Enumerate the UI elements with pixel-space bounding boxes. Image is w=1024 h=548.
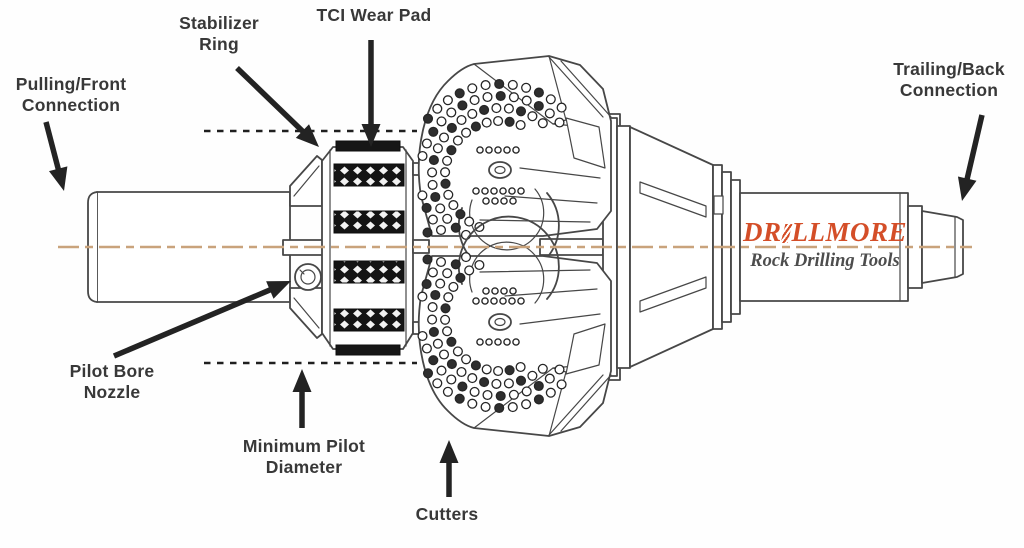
cutter-cone-bottom [417, 215, 612, 437]
stabilizer-ring-arrow [235, 66, 319, 147]
label-pulling-connection: Pulling/Front Connection [15, 74, 127, 115]
cutter-cone-top [417, 55, 612, 277]
wear-pad-row-4 [333, 308, 405, 332]
tci-wear-pad-arrow [361, 40, 381, 147]
label-minimum-pilot-diameter: Minimum Pilot Diameter [242, 436, 366, 477]
label-trailing-connection: Trailing/Back Connection [893, 59, 1005, 100]
brand-tagline: Rock Drilling Tools [750, 251, 900, 271]
pulling-connection-arrow [43, 121, 68, 191]
pilot-bore-nozzle [294, 263, 322, 291]
label-stabilizer-ring: Stabilizer Ring [179, 13, 259, 54]
minimum-pilot-diameter-arrow [292, 369, 312, 428]
trailing-connection-arrow [957, 114, 985, 201]
pilot-bore-nozzle-arrow [112, 281, 291, 359]
cutters-arrow [439, 440, 459, 497]
label-pilot-bore-nozzle: Pilot Bore Nozzle [69, 361, 155, 402]
wear-pad-row-1 [333, 163, 405, 187]
wear-pad-top-edge [335, 140, 401, 152]
wear-pad-row-2 [333, 210, 405, 234]
label-tci-wear-pad: TCI Wear Pad [316, 5, 432, 25]
back-connection-pin [921, 210, 964, 284]
stabilizer-ring [321, 140, 414, 356]
stabilizer-mount-wings [289, 155, 323, 339]
wear-pad-row-3 [333, 260, 405, 284]
wear-pad-bottom-edge [335, 344, 401, 356]
label-cutters: Cutters [415, 504, 479, 524]
